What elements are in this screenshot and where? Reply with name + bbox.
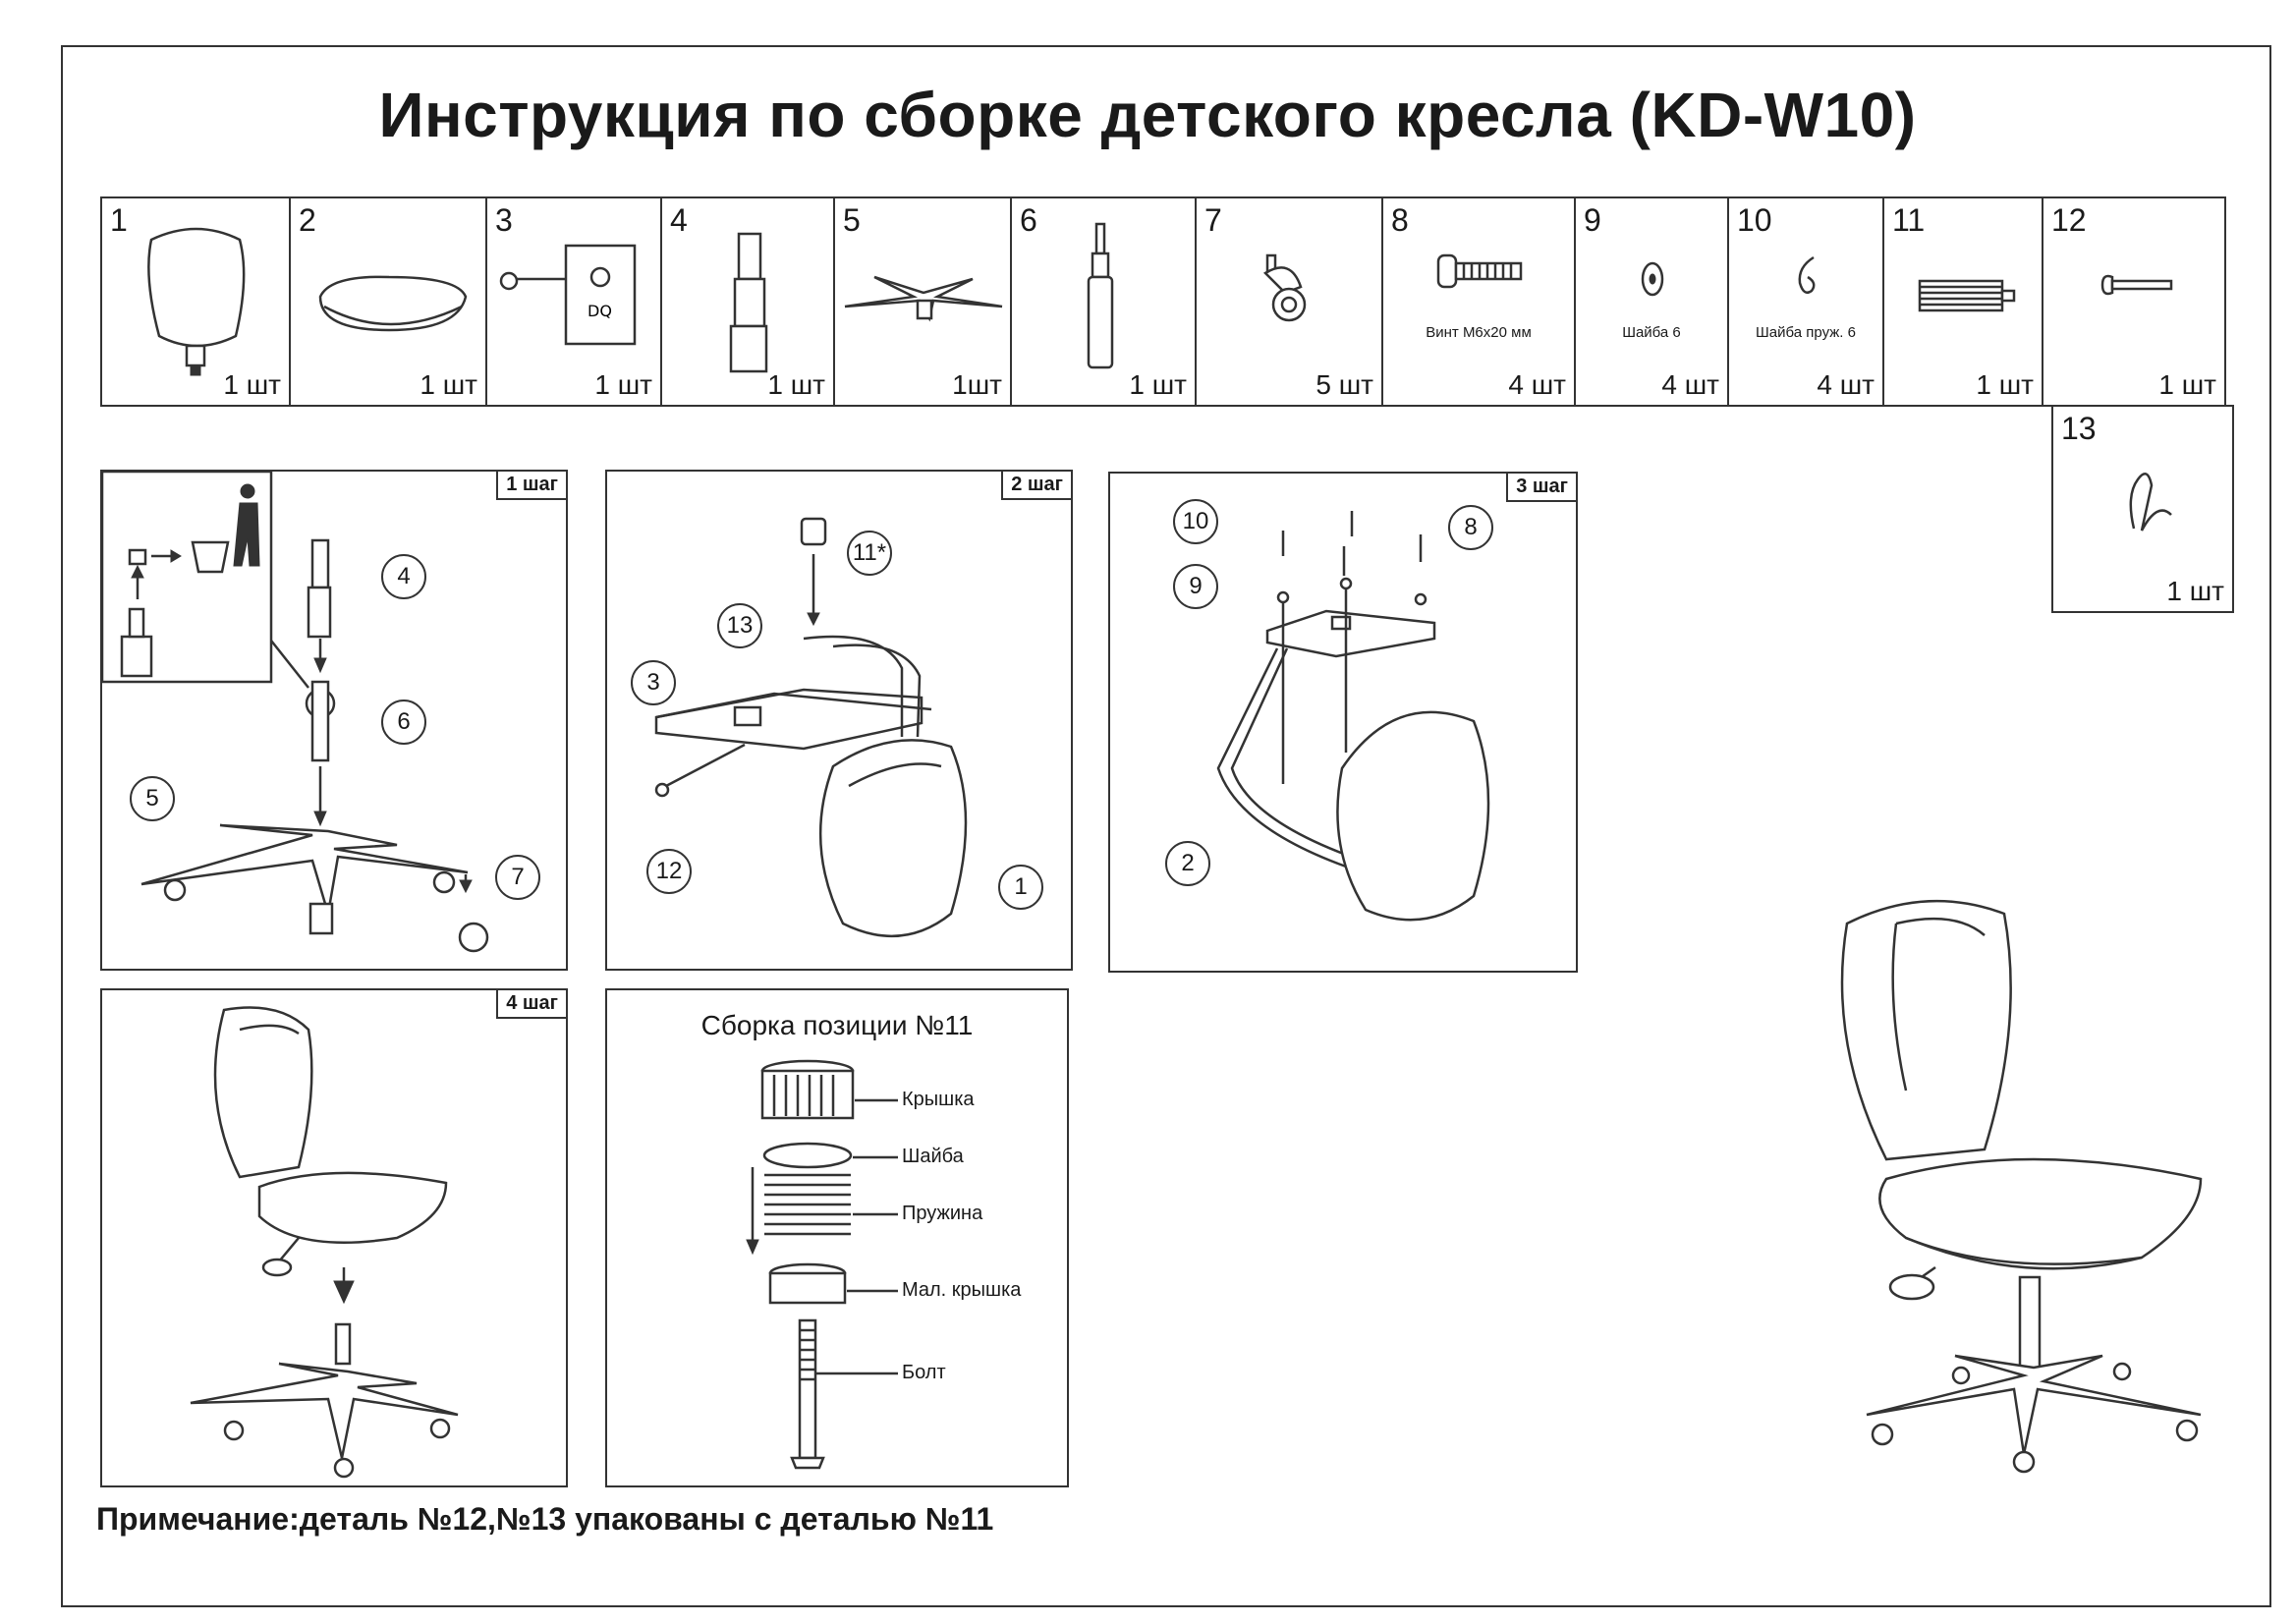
part-quantity: 1 шт (767, 369, 825, 400)
svg-text:DQ: DQ (588, 302, 612, 320)
step-callout: 2 (1165, 841, 1210, 886)
assembly-label: Болт (902, 1362, 946, 1383)
assembly-label: Крышка (902, 1089, 975, 1110)
part-cell-5: 5 1шт (835, 198, 1012, 405)
part-cell-9: 9 Шайба 6 4 шт (1576, 198, 1729, 405)
part-cell-12: 12 1 шт (2043, 198, 2224, 405)
part-number: 10 (1737, 202, 1772, 238)
seat-icon (318, 275, 468, 332)
step-callout: 12 (646, 849, 692, 894)
assembly-label: Шайба (902, 1146, 964, 1167)
part-caption: Шайба 6 (1622, 324, 1681, 341)
part-number: 7 (1204, 202, 1222, 238)
parts-table: 1 1 шт 2 1 шт 3 DQ 1 шт 4 1 шт 5 (100, 196, 2226, 407)
part-cell-10: 10 Шайба пруж. 6 4 шт (1729, 198, 1884, 405)
step-callout: 1 (998, 865, 1043, 910)
part-caption: Винт М6х20 мм (1426, 324, 1532, 341)
part-quantity: 1 шт (223, 369, 281, 400)
gas-lift-cover-icon (729, 232, 768, 373)
step-3-panel: 3 шаг 10 9 8 2 (1108, 472, 1578, 973)
part-cell-7: 7 5 шт (1197, 198, 1383, 405)
step-label: 3 шаг (1506, 474, 1576, 502)
part-number: 3 (495, 202, 513, 238)
part-cell-2: 2 1 шт (291, 198, 487, 405)
step-1-diagram (102, 472, 489, 953)
step-callout: 7 (495, 855, 540, 900)
part-quantity: 1 шт (2166, 576, 2224, 606)
part-quantity: 1 шт (1976, 369, 2034, 400)
step-callout: 13 (717, 603, 762, 648)
part-quantity: 1шт (952, 369, 1002, 400)
step-callout: 8 (1448, 505, 1493, 550)
assembly-title: Сборка позиции №11 (700, 1010, 974, 1040)
part-number: 11 (1892, 202, 1926, 238)
part-quantity: 1 шт (1129, 369, 1187, 400)
part-quantity: 4 шт (1817, 369, 1875, 400)
assembly-label: Мал. крышка (902, 1279, 1022, 1301)
backrest-icon (147, 227, 246, 376)
part-cell-8: 8 Винт М6х20 мм 4 шт (1383, 198, 1576, 405)
assembly-11-diagram (746, 1059, 898, 1470)
step-4-diagram (190, 1006, 459, 1479)
step-callout: 6 (381, 700, 426, 745)
part-number: 9 (1584, 202, 1601, 238)
part-quantity: 1 шт (2158, 369, 2216, 400)
part-number: 5 (843, 202, 861, 238)
part-number: 8 (1391, 202, 1409, 238)
step-callout: 11* (847, 531, 892, 576)
part-number: 1 (110, 202, 128, 238)
step-3-diagram (1216, 511, 1490, 922)
assembly-note: Примечание:деталь №12,№13 упакованы с де… (96, 1501, 994, 1537)
gas-lift-icon (1087, 222, 1114, 369)
assembly-11-panel: Сборка позиции №11 Крышка Шайба Пружина … (605, 988, 1069, 1487)
part-cell-11: 11 1 шт (1884, 198, 2043, 405)
page-frame (61, 45, 2271, 1607)
base-icon (844, 275, 1003, 322)
assembly-label: Пружина (902, 1203, 983, 1224)
part-number: 13 (2061, 411, 2097, 446)
page-title: Инструкция по сборке детского кресла (KD… (378, 80, 1917, 150)
part-quantity: 5 шт (1315, 369, 1373, 400)
adjustment-knob-icon (1918, 279, 2016, 312)
step-callout: 5 (130, 776, 175, 821)
screw-icon (1436, 253, 1523, 289)
part-quantity: 4 шт (1508, 369, 1566, 400)
step-label: 2 шаг (1001, 472, 1071, 500)
step-label: 1 шаг (496, 472, 566, 500)
clip-icon (2129, 473, 2172, 532)
part-number: 4 (670, 202, 688, 238)
part-quantity: 1 шт (594, 369, 652, 400)
step-2-panel: 2 шаг 11* 13 3 12 1 (605, 470, 1073, 971)
spring-washer-icon (1798, 255, 1816, 294)
part-cell-3: 3 DQ 1 шт (487, 198, 662, 405)
part-cell-4: 4 1 шт (662, 198, 835, 405)
part-quantity: 1 шт (420, 369, 477, 400)
step-callout: 4 (381, 554, 426, 599)
mechanism-icon: DQ (499, 244, 637, 346)
step-2-diagram (654, 517, 968, 938)
washer-icon (1641, 261, 1664, 297)
step-callout: 3 (631, 660, 676, 705)
part-caption: Шайба пруж. 6 (1756, 324, 1856, 341)
part-cell-6: 6 1 шт (1012, 198, 1197, 405)
part-number: 6 (1020, 202, 1037, 238)
step-1-panel: 1 шаг 4 6 5 7 (100, 470, 568, 971)
part-number: 2 (299, 202, 316, 238)
step-label: 4 шаг (496, 990, 566, 1019)
step-4-panel: 4 шаг (100, 988, 568, 1487)
step-callout: 9 (1173, 564, 1218, 609)
part-quantity: 4 шт (1661, 369, 1719, 400)
finished-chair-illustration (1840, 899, 2203, 1474)
step-callout: 10 (1173, 499, 1218, 544)
caster-icon (1262, 253, 1307, 322)
part-number: 12 (2051, 202, 2087, 238)
part-cell-1: 1 1 шт (102, 198, 291, 405)
bolt-icon (2100, 274, 2173, 296)
part-cell-13: 13 1 шт (2051, 405, 2234, 613)
